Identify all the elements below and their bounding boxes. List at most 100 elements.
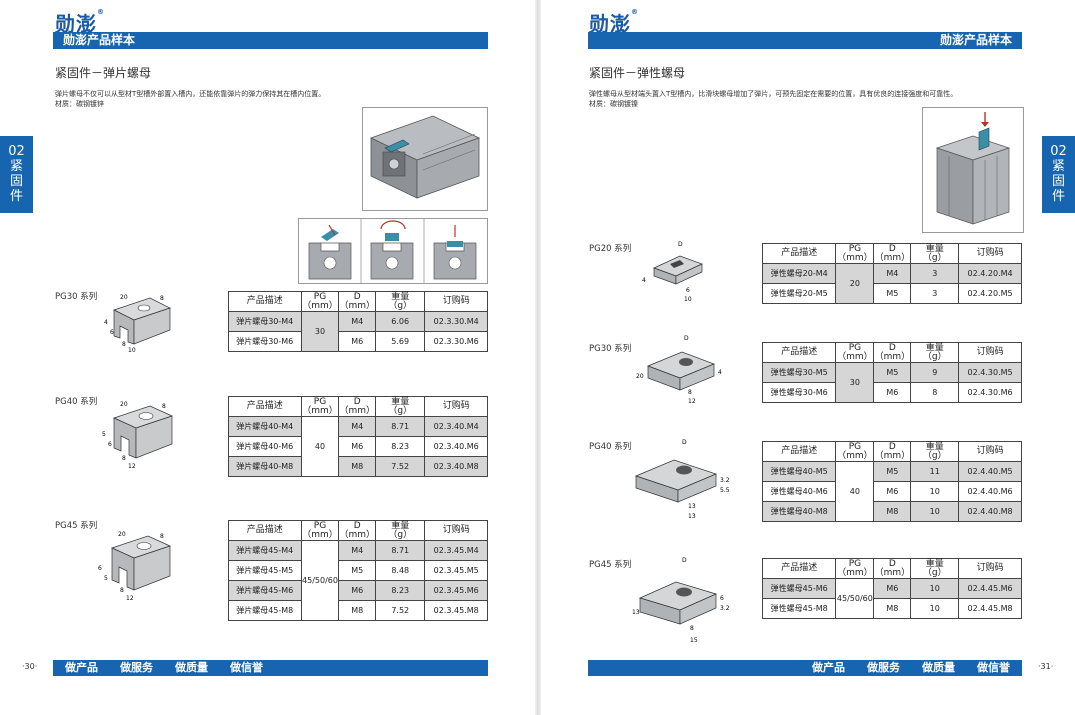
col-header: 产品描述	[761, 243, 837, 264]
dim-label: 3.2	[720, 477, 730, 484]
col-header: D （mm）	[873, 441, 912, 462]
dim-label: 4	[718, 369, 722, 376]
col-header: 产品描述	[228, 291, 302, 312]
page-gutter	[535, 0, 541, 715]
col-header: PG （mm）	[300, 291, 340, 312]
cell: M8	[338, 600, 377, 621]
cell: 02.3.45.M6	[424, 580, 488, 601]
col-header: 重量 （g）	[910, 558, 960, 579]
table-header-row: 产品描述 PG （mm） D （mm） 重量 （g） 订购码	[228, 520, 488, 541]
dim-label: 8	[688, 389, 692, 396]
table-header-row: 产品描述 PG （mm） D （mm） 重量 （g） 订购码	[761, 558, 1022, 579]
material: 材质：碳钢镀锌	[55, 100, 104, 108]
header-bar: 勋澎产品样本	[53, 32, 488, 49]
cell: 02.4.45.M8	[958, 598, 1022, 619]
dim-label: 13	[688, 513, 696, 520]
table-row: 弹片螺母45-M6 M6 8.23 02.3.45.M6	[228, 580, 488, 601]
dim-label: 8	[120, 587, 124, 594]
pg-cell: 30	[300, 311, 340, 352]
dim-label: 3.2	[720, 605, 730, 612]
spec-table-pg40: 产品描述 PG （mm） D （mm） 重量 （g） 订购码 弹片螺母40-M4…	[228, 396, 488, 477]
col-header: 重量 （g）	[910, 441, 960, 462]
table-row: 弹性螺母20-M5 M5 3 02.4.20.M5	[761, 283, 1022, 304]
col-header: 订购码	[958, 243, 1022, 264]
dim-label: 20	[636, 373, 644, 380]
col-header: 产品描述	[228, 520, 302, 541]
table-row: 弹性螺母45-M8 M8 10 02.4.45.M8	[761, 598, 1022, 619]
cell: 弹性螺母45-M8	[761, 598, 837, 619]
cell: 弹片螺母40-M4	[228, 416, 302, 437]
col-header: 订购码	[424, 291, 488, 312]
dim-label: 5.5	[720, 487, 730, 494]
table-row: 弹性螺母30-M6 M6 8 02.4.30.M6	[761, 382, 1022, 403]
col-header: D （mm）	[338, 291, 377, 312]
col-header: PG （mm）	[835, 558, 875, 579]
pg-cell: 30	[835, 362, 875, 403]
cell: 弹性螺母40-M8	[761, 501, 837, 522]
cell: 02.4.40.M8	[958, 501, 1022, 522]
cell: 弹片螺母45-M6	[228, 580, 302, 601]
table-row: 弹片螺母45-M5 M5 8.48 02.3.45.M5	[228, 560, 488, 581]
dim-label: 13	[688, 503, 696, 510]
chapter-tab: 02 紧 固 件	[1042, 136, 1075, 213]
registered-mark: ®	[97, 8, 105, 16]
cell: M6	[873, 578, 912, 599]
cell: M5	[338, 560, 377, 581]
cell: M4	[338, 311, 377, 332]
cell: 10	[910, 501, 960, 522]
tab-char: 固	[1051, 174, 1065, 189]
col-header: 重量 （g）	[375, 291, 426, 312]
table-row: 弹片螺母40-M8 M8 7.52 02.3.40.M8	[228, 456, 488, 477]
tab-char: 件	[9, 189, 23, 204]
cell: 3	[910, 283, 960, 304]
footer-slogan: 做信誉	[977, 661, 1010, 674]
dim-label: 6	[98, 565, 102, 572]
cell: M6	[338, 331, 377, 352]
cell: 弹性螺母20-M5	[761, 283, 837, 304]
col-header: 产品描述	[228, 396, 302, 417]
cell: 10	[910, 578, 960, 599]
table-header-row: 产品描述 PG （mm） D （mm） 重量 （g） 订购码	[761, 441, 1022, 462]
cell: M6	[873, 481, 912, 502]
col-header: D （mm）	[338, 520, 377, 541]
table-row: 弹性螺母40-M6 M6 10 02.4.40.M6	[761, 481, 1022, 502]
cell: 10	[910, 481, 960, 502]
cell: 9	[910, 362, 960, 383]
dim-label: 20	[118, 531, 126, 538]
col-header: 订购码	[958, 342, 1022, 363]
pg-cell: 45/50/60	[835, 578, 875, 619]
series-label-pg40: PG40 系列	[589, 442, 632, 452]
cell: 02.3.40.M6	[424, 436, 488, 457]
col-header: 重量 （g）	[375, 520, 426, 541]
series-label-pg30: PG30 系列	[589, 344, 632, 354]
pg-cell: 40	[300, 416, 340, 477]
right-page: 勋澎® 勋澎产品样本 紧固件－弹性螺母 弹性螺母从型材端头置入T型槽内，比滑块螺…	[538, 0, 1075, 715]
cell: 02.3.45.M8	[424, 600, 488, 621]
cell: 弹性螺母40-M5	[761, 461, 837, 482]
col-header: 订购码	[424, 396, 488, 417]
page-number: ·31·	[1038, 662, 1054, 671]
dim-label: 15	[690, 637, 698, 644]
dim-label: 12	[688, 398, 696, 404]
spec-table-pg20: 产品描述 PG （mm） D （mm） 重量 （g） 订购码 弹性螺母20-M4…	[761, 243, 1022, 304]
cell: 7.52	[375, 600, 426, 621]
install-steps-illustration	[308, 219, 477, 283]
dim-label: 8	[690, 625, 694, 632]
cell: 弹性螺母30-M5	[761, 362, 837, 383]
footer-bar: 做产品 做服务 做质量 做信誉	[588, 660, 1022, 676]
cell: 弹片螺母30-M6	[228, 331, 302, 352]
dim-label: 12	[126, 595, 134, 602]
col-header: 订购码	[958, 441, 1022, 462]
footer-slogan: 做质量	[175, 661, 208, 674]
dim-label: 12	[128, 463, 136, 470]
dim-label: 8	[122, 341, 126, 348]
footer-slogan: 做信誉	[230, 661, 263, 674]
cell: 02.3.45.M4	[424, 540, 488, 561]
table-row: 弹性螺母20-M4 20 M4 3 02.4.20.M4	[761, 263, 1022, 304]
spec-table-pg40: 产品描述 PG （mm） D （mm） 重量 （g） 订购码 弹性螺母40-M5…	[761, 441, 1022, 522]
dim-label: D	[684, 335, 689, 342]
cell: 8.48	[375, 560, 426, 581]
cell: 弹片螺母40-M6	[228, 436, 302, 457]
cell: 8.23	[375, 580, 426, 601]
dim-label: 5	[102, 431, 106, 438]
